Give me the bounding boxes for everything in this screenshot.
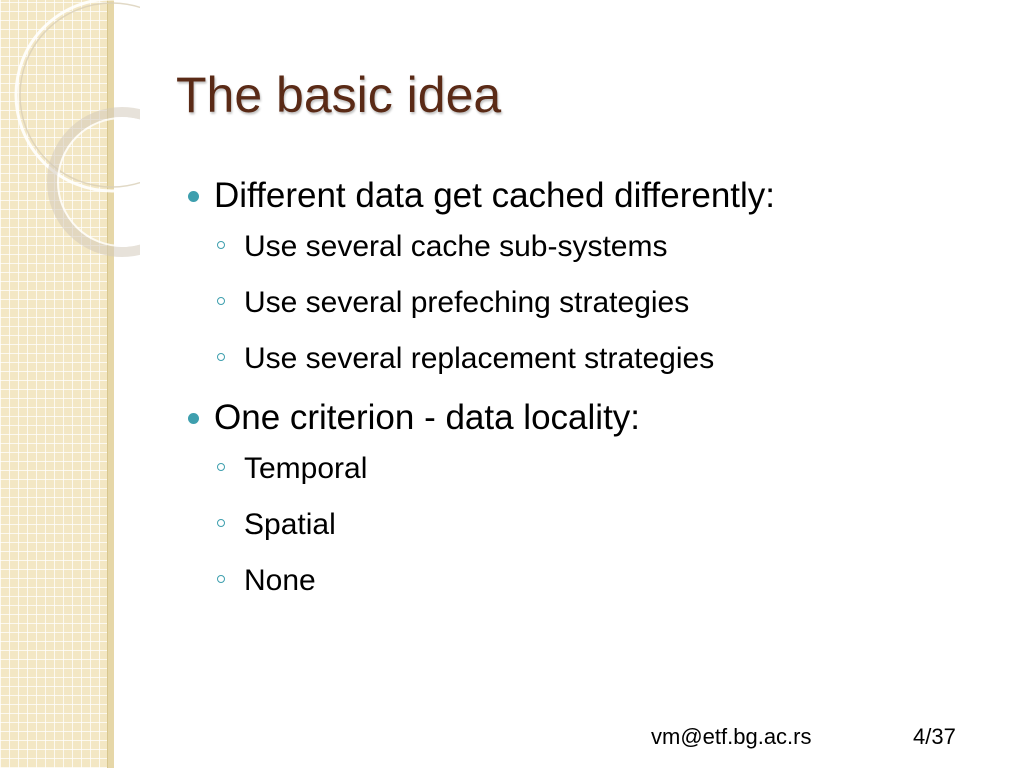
sub-bullet-ring-icon bbox=[217, 241, 225, 249]
sub-bullet-ring-icon bbox=[217, 463, 225, 471]
sub-bullet-list: Temporal Spatial None bbox=[184, 448, 984, 602]
sub-bullet-ring-icon bbox=[217, 297, 225, 305]
decorative-side-panel bbox=[0, 0, 113, 768]
bullet-dot-icon bbox=[188, 413, 199, 424]
sub-bullet-ring-icon bbox=[217, 353, 225, 361]
sub-bullet-text: Temporal bbox=[244, 452, 368, 485]
sub-bullet-text: None bbox=[244, 564, 316, 597]
sub-bullet-item: Use several cache sub-systems bbox=[214, 226, 984, 268]
bullet-item: One criterion - data locality: bbox=[184, 394, 984, 442]
sub-bullet-text: Spatial bbox=[244, 508, 336, 541]
slide-title: The basic idea bbox=[176, 67, 502, 123]
sub-bullet-item: Use several prefeching strategies bbox=[214, 282, 984, 324]
sub-bullet-group: Use several cache sub-systems Use severa… bbox=[184, 226, 984, 380]
side-panel-edge bbox=[107, 0, 114, 768]
sub-bullet-text: Use several prefeching strategies bbox=[244, 286, 690, 319]
bullet-dot-icon bbox=[188, 191, 199, 202]
footer-email: vm@etf.bg.ac.rs bbox=[651, 724, 812, 749]
sub-bullet-item: Spatial bbox=[214, 504, 984, 546]
sub-bullet-list: Use several cache sub-systems Use severa… bbox=[184, 226, 984, 380]
sub-bullet-item: Use several replacement strategies bbox=[214, 338, 984, 380]
decorative-rings-icon bbox=[14, 0, 140, 257]
bullet-text: One criterion - data locality: bbox=[214, 398, 641, 437]
sub-bullet-item: Temporal bbox=[214, 448, 984, 490]
bullet-text: Different data get cached differently: bbox=[214, 176, 776, 215]
slide-page-number: 4/37 bbox=[913, 724, 956, 749]
bullet-list: Different data get cached differently: U… bbox=[184, 172, 984, 616]
sub-bullet-text: Use several cache sub-systems bbox=[244, 230, 668, 263]
sub-bullet-text: Use several replacement strategies bbox=[244, 342, 715, 375]
bullet-item: Different data get cached differently: bbox=[184, 172, 984, 220]
sub-bullet-ring-icon bbox=[217, 575, 225, 583]
sub-bullet-item: None bbox=[214, 560, 984, 602]
sub-bullet-group: Temporal Spatial None bbox=[184, 448, 984, 602]
sub-bullet-ring-icon bbox=[217, 519, 225, 527]
